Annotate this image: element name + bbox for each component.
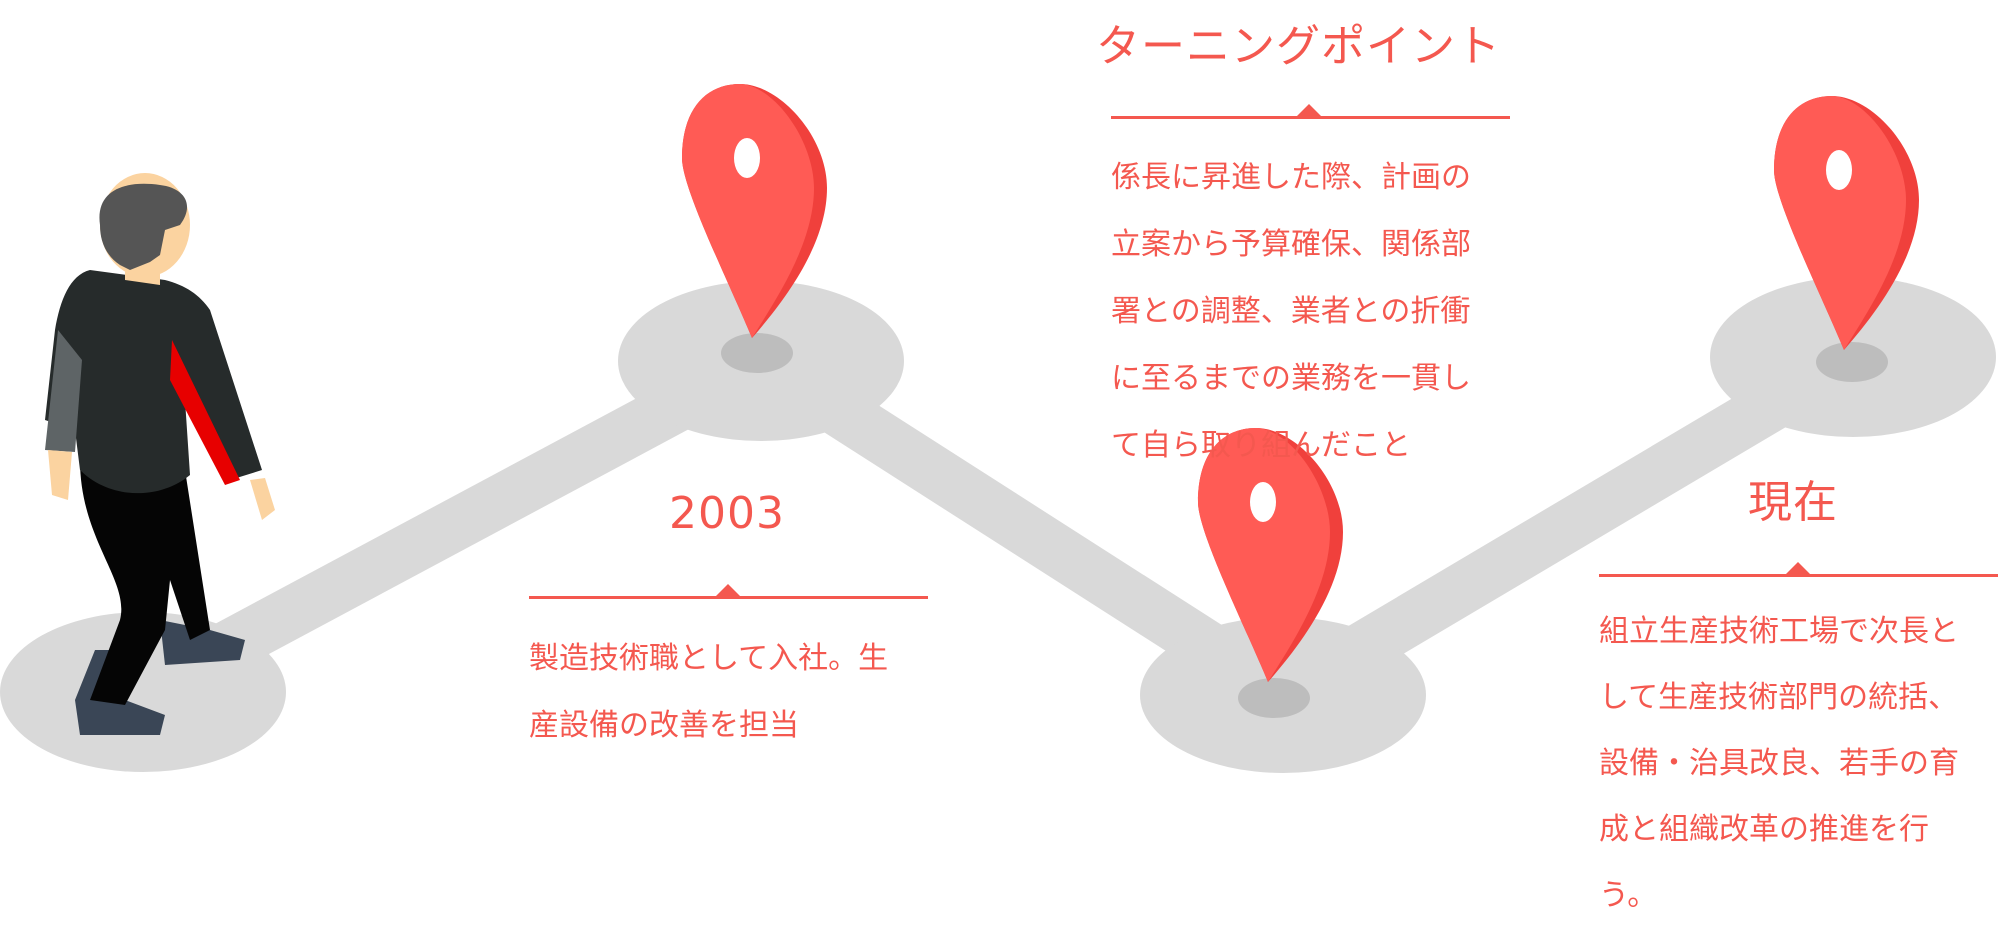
divider-pointer bbox=[716, 584, 740, 596]
milestone-divider bbox=[1599, 562, 1998, 577]
divider-pointer bbox=[1297, 104, 1321, 116]
description-line: に至るまでの業務を一貫し bbox=[1111, 361, 1471, 396]
walking-person-figure bbox=[45, 173, 275, 735]
description-line: 署との調整、業者との折衝 bbox=[1111, 294, 1471, 329]
description-line: 立案から予算確保、関係部 bbox=[1111, 227, 1471, 262]
timeline-path bbox=[117, 330, 1879, 726]
milestone-description-present: 組立生産技術工場で次長と して生産技術部門の統括、 設備・治具改良、若手の育 成… bbox=[1599, 599, 1959, 929]
milestone-divider bbox=[529, 584, 928, 599]
description-line: 係長に昇進した際、計画の bbox=[1111, 160, 1471, 195]
description-line: して生産技術部門の統括、 bbox=[1599, 680, 1959, 715]
description-line: 組立生産技術工場で次長と bbox=[1599, 614, 1959, 649]
pin-shadow bbox=[721, 333, 793, 373]
milestone-description-2003: 製造技術職として入社。生 産設備の改善を担当 bbox=[529, 625, 888, 759]
pin-shadow bbox=[1238, 678, 1310, 718]
description-line: 製造技術職として入社。生 bbox=[529, 641, 889, 676]
pin-shadow bbox=[1816, 342, 1888, 382]
description-line: う。 bbox=[1599, 878, 1658, 913]
divider-pointer bbox=[1786, 562, 1810, 574]
milestone-title-turning-point: ターニングポイント bbox=[1096, 21, 1501, 72]
timeline-illustration bbox=[0, 83, 1996, 773]
milestone-divider bbox=[1111, 104, 1510, 119]
description-line: 産設備の改善を担当 bbox=[529, 708, 799, 743]
milestone-title-2003: 2003 bbox=[669, 488, 785, 539]
description-line: 成と組織改革の推進を行 bbox=[1599, 812, 1929, 847]
milestone-description-turning-point: 係長に昇進した際、計画の 立案から予算確保、関係部 署との調整、業者との折衝 に… bbox=[1111, 144, 1471, 479]
description-line: 設備・治具改良、若手の育 bbox=[1599, 746, 1959, 781]
milestone-title-present: 現在 bbox=[1748, 477, 1838, 528]
description-line: て自ら取り組んだこと bbox=[1111, 428, 1411, 463]
